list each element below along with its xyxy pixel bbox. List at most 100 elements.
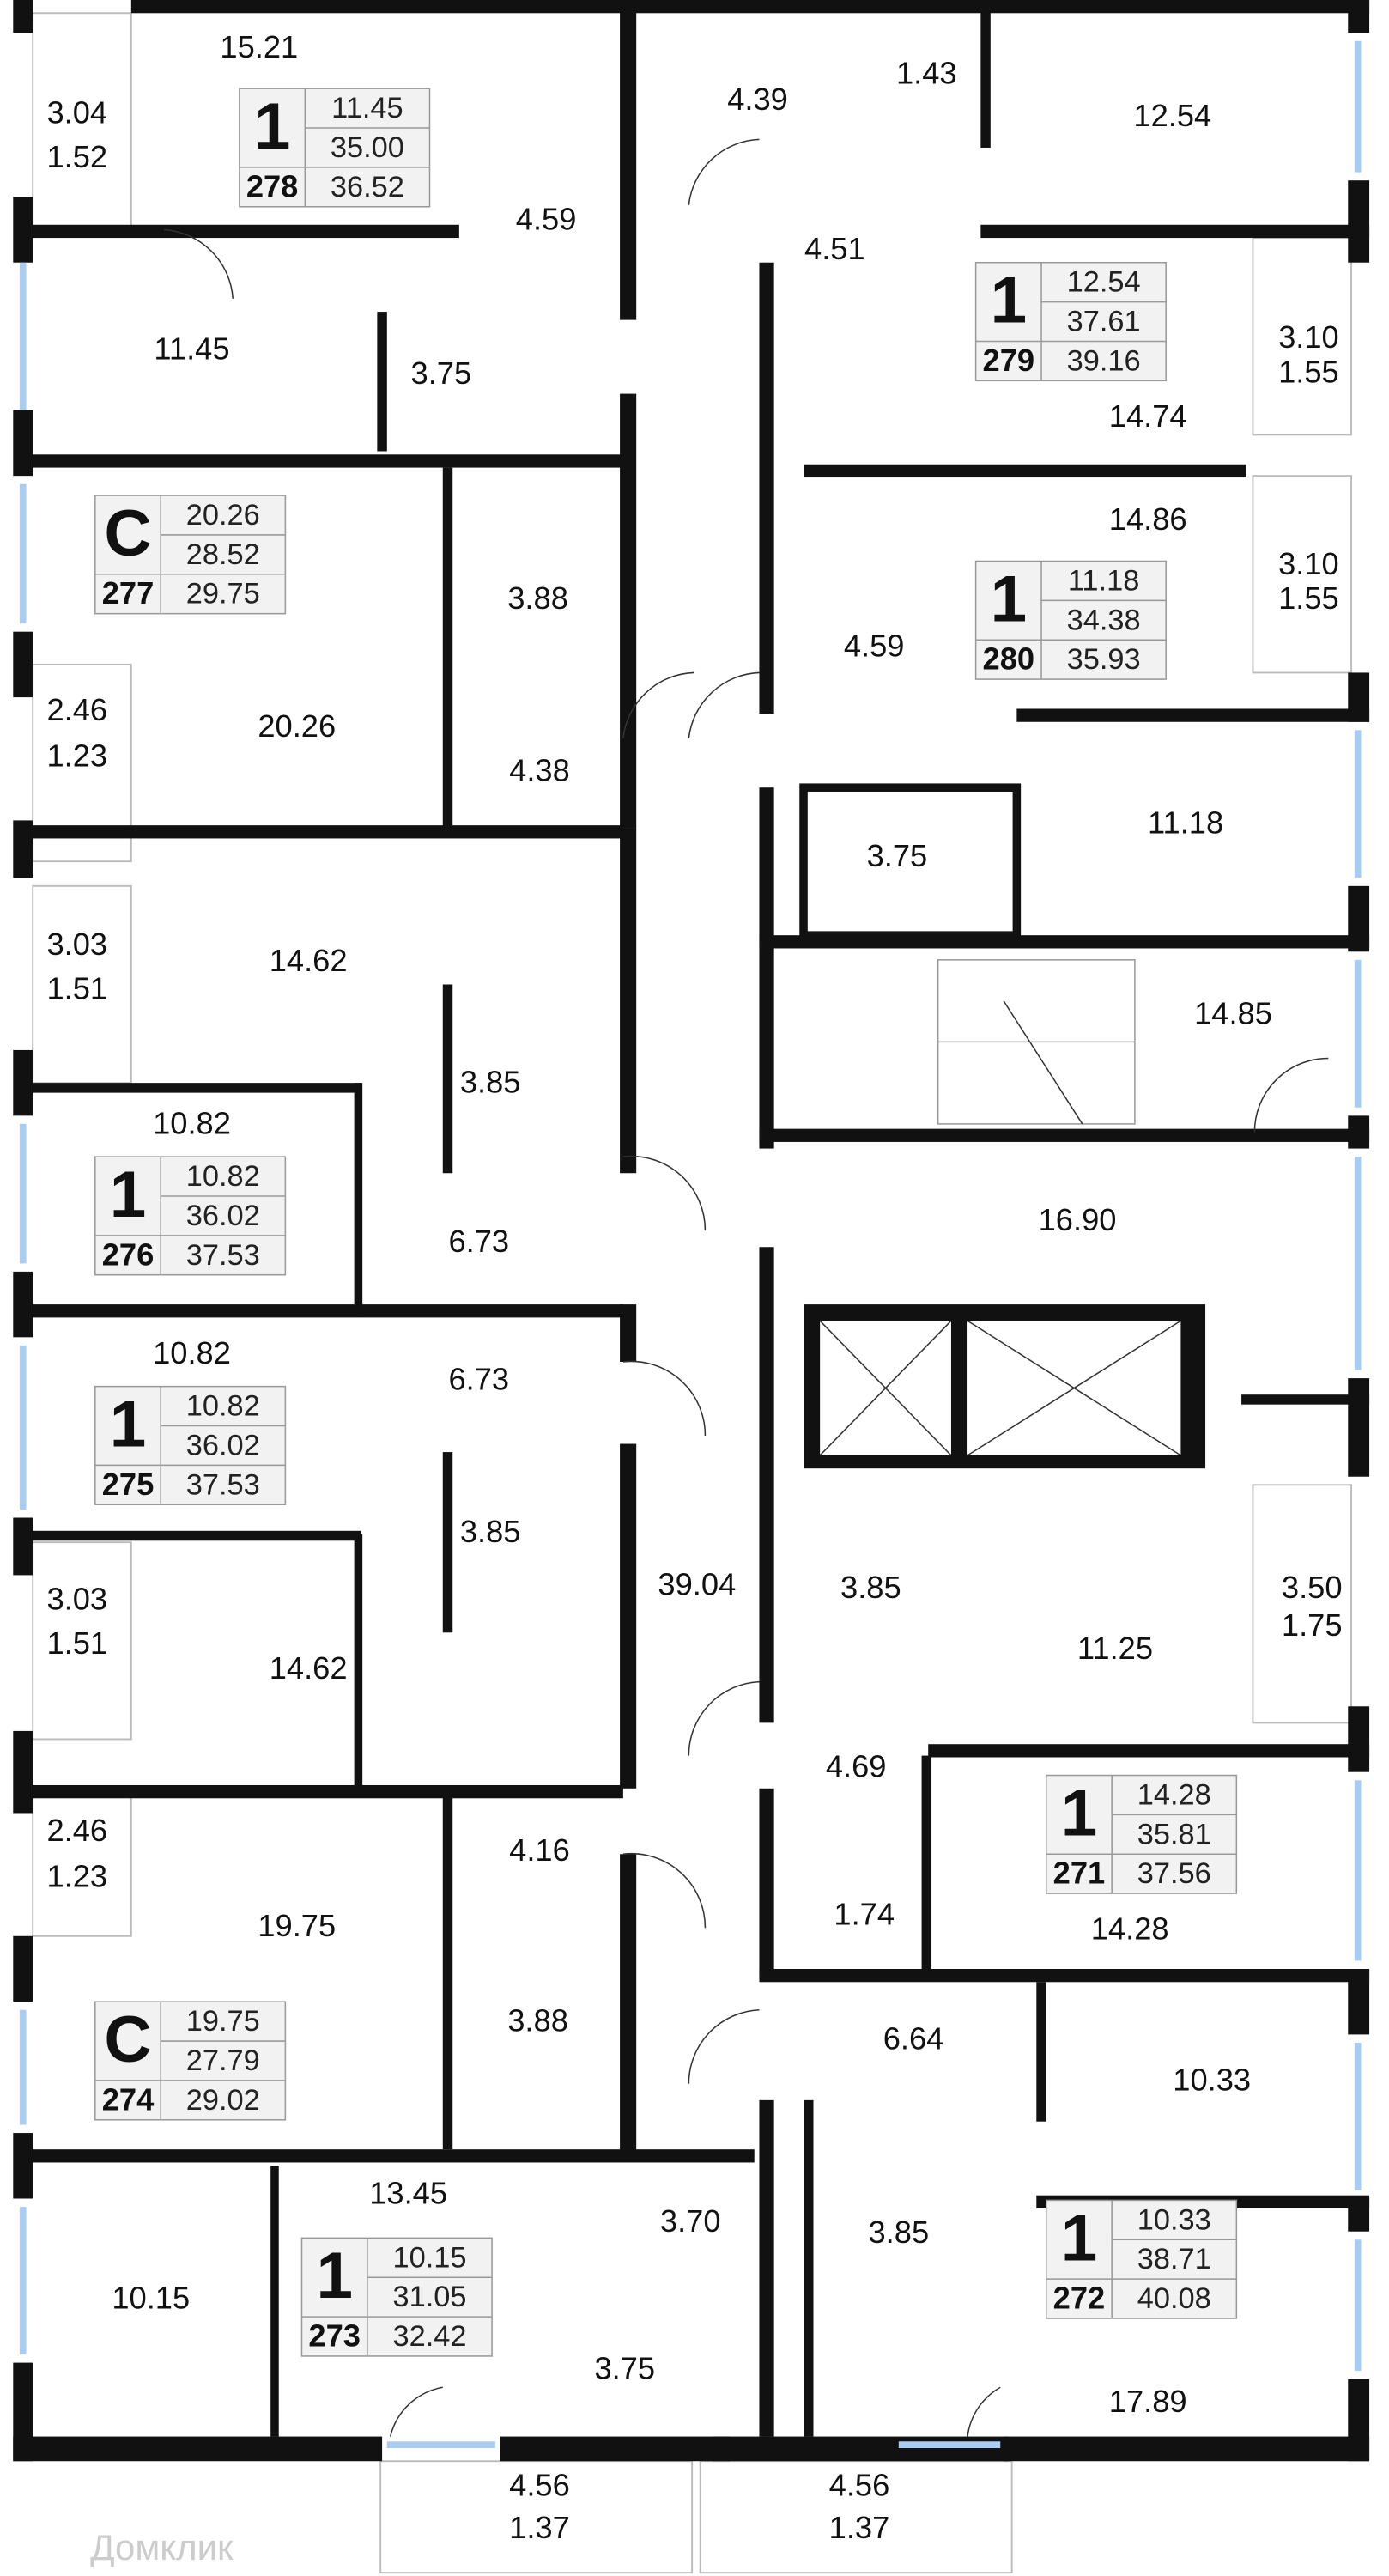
balcony-reduced-area: 1.23 [46,738,107,773]
apartment-type: 1 [1061,2202,1097,2275]
apartment-card[interactable]: 1 273 10.15 31.05 32.42 [300,2237,493,2357]
room-area-label: 3.88 [507,2003,568,2038]
total-area: 37.53 [186,1468,260,1501]
card-background [974,261,1167,382]
apartment-type: 1 [110,1158,146,1231]
balcony: 3.101.55 [1252,475,1353,674]
room-area-label: 17.89 [1109,2384,1187,2419]
living-area: 11.45 [331,92,403,125]
balcony: 3.101.55 [1252,237,1353,436]
room-area-label: 19.75 [258,1908,336,1943]
apartment-type: 1 [1061,1777,1097,1850]
balcony: 3.03 1.51 [32,884,132,1084]
living-area: 14.28 [1137,1778,1211,1811]
living-area: 10.33 [1137,2203,1211,2236]
room-area-label: 3.75 [411,355,472,391]
door-swings [163,138,1329,2437]
apartment-type: C [104,497,151,570]
living-area: 10.82 [186,1160,260,1193]
room-area-label: 4.16 [509,1832,570,1868]
living-area: 20.26 [186,499,260,532]
total-area: 32.42 [392,2320,466,2353]
balcony-area: 3.10 [1278,546,1339,581]
room-area-label: 10.82 [153,1335,231,1370]
room-area-label: 3.75 [594,2351,655,2386]
apartment-number: 273 [308,2318,361,2354]
room-area-label: 4.69 [826,1748,887,1783]
balconies: 3.041.523.101.553.101.552.461.233.031.51… [32,12,1353,2574]
room-area-label: 14.28 [1091,1911,1169,1947]
apartment-number: 274 [102,2081,155,2117]
area-without-balcony: 37.61 [1067,306,1141,338]
room-area-label: 12.54 [1133,98,1211,133]
room-area-label: 4.59 [516,202,577,237]
balcony-reduced-area: 1.75 [1282,1607,1343,1643]
balcony-outline [1252,1484,1353,1724]
area-without-balcony: 35.81 [1137,1818,1211,1850]
room-area-label: 20.26 [258,708,336,744]
balcony-area: 4.56 [509,2467,570,2502]
room-area-label: 11.25 [1077,1631,1153,1666]
room-area-label: 10.82 [153,1105,231,1140]
total-area: 39.16 [1067,344,1141,377]
card-background [94,495,287,615]
area-without-balcony: 27.79 [186,2044,260,2077]
balcony-reduced-area: 1.55 [1278,580,1339,616]
apartment-type: 1 [254,90,290,163]
balcony: 3.041.52 [32,12,132,228]
card-background [94,2001,287,2121]
room-area-labels: 15.2111.454.593.754.391.4312.544.5114.74… [112,29,1272,2419]
room-area-label: 6.73 [448,1224,509,1259]
room-area-label: 3.88 [507,580,568,616]
balcony-reduced-area: 1.52 [46,139,107,174]
balcony-reduced-area: 1.37 [509,2510,570,2545]
apartment-type: 1 [991,264,1027,337]
total-area: 29.02 [186,2084,260,2117]
balcony-reduced-area: 1.55 [1278,354,1339,389]
apartment-type: 1 [316,2239,352,2312]
living-area: 12.54 [1067,266,1141,299]
balcony-area: 3.03 [46,927,107,962]
room-area-label: 11.18 [1148,805,1223,841]
apartment-cards: 127811.4535.0036.52127912.5437.6139.16C2… [94,88,1238,2357]
room-area-label: 39.04 [658,1566,736,1601]
room-area-label: 10.33 [1173,2062,1251,2097]
area-without-balcony: 28.52 [186,538,260,571]
balcony: 3.501.75 [1252,1484,1353,1724]
card-background [974,560,1167,680]
living-area: 10.15 [392,2241,466,2274]
area-without-balcony: 36.02 [186,1429,260,1461]
apartment-type: 1 [110,1388,146,1461]
balcony-area: 3.03 [46,1582,107,1617]
room-area-label: 16.90 [1039,1202,1117,1237]
area-without-balcony: 31.05 [392,2281,466,2313]
apartment-number: 271 [1053,1856,1106,1891]
room-area-label: 6.64 [883,2021,944,2057]
room-area-label: 3.85 [460,1514,521,1549]
balcony-outline [1252,237,1353,436]
card-background [300,2237,493,2357]
balcony: 3.031.51 [32,1541,132,1741]
living-area: 10.82 [186,1390,260,1423]
balcony-outline [32,884,132,1084]
balcony-reduced-area: 1.51 [46,971,107,1006]
living-area: 11.18 [1068,564,1139,597]
apartment-number: 278 [246,168,299,204]
room-area-label: 4.51 [804,231,865,266]
card-background [94,1385,287,1505]
total-area: 36.52 [331,171,404,204]
room-area-label: 4.59 [844,628,905,663]
balcony: 4.56 1.37 [379,2460,694,2574]
windows [19,40,1362,2448]
balcony-outline [699,2460,1013,2574]
balcony-outline [379,2460,694,2574]
